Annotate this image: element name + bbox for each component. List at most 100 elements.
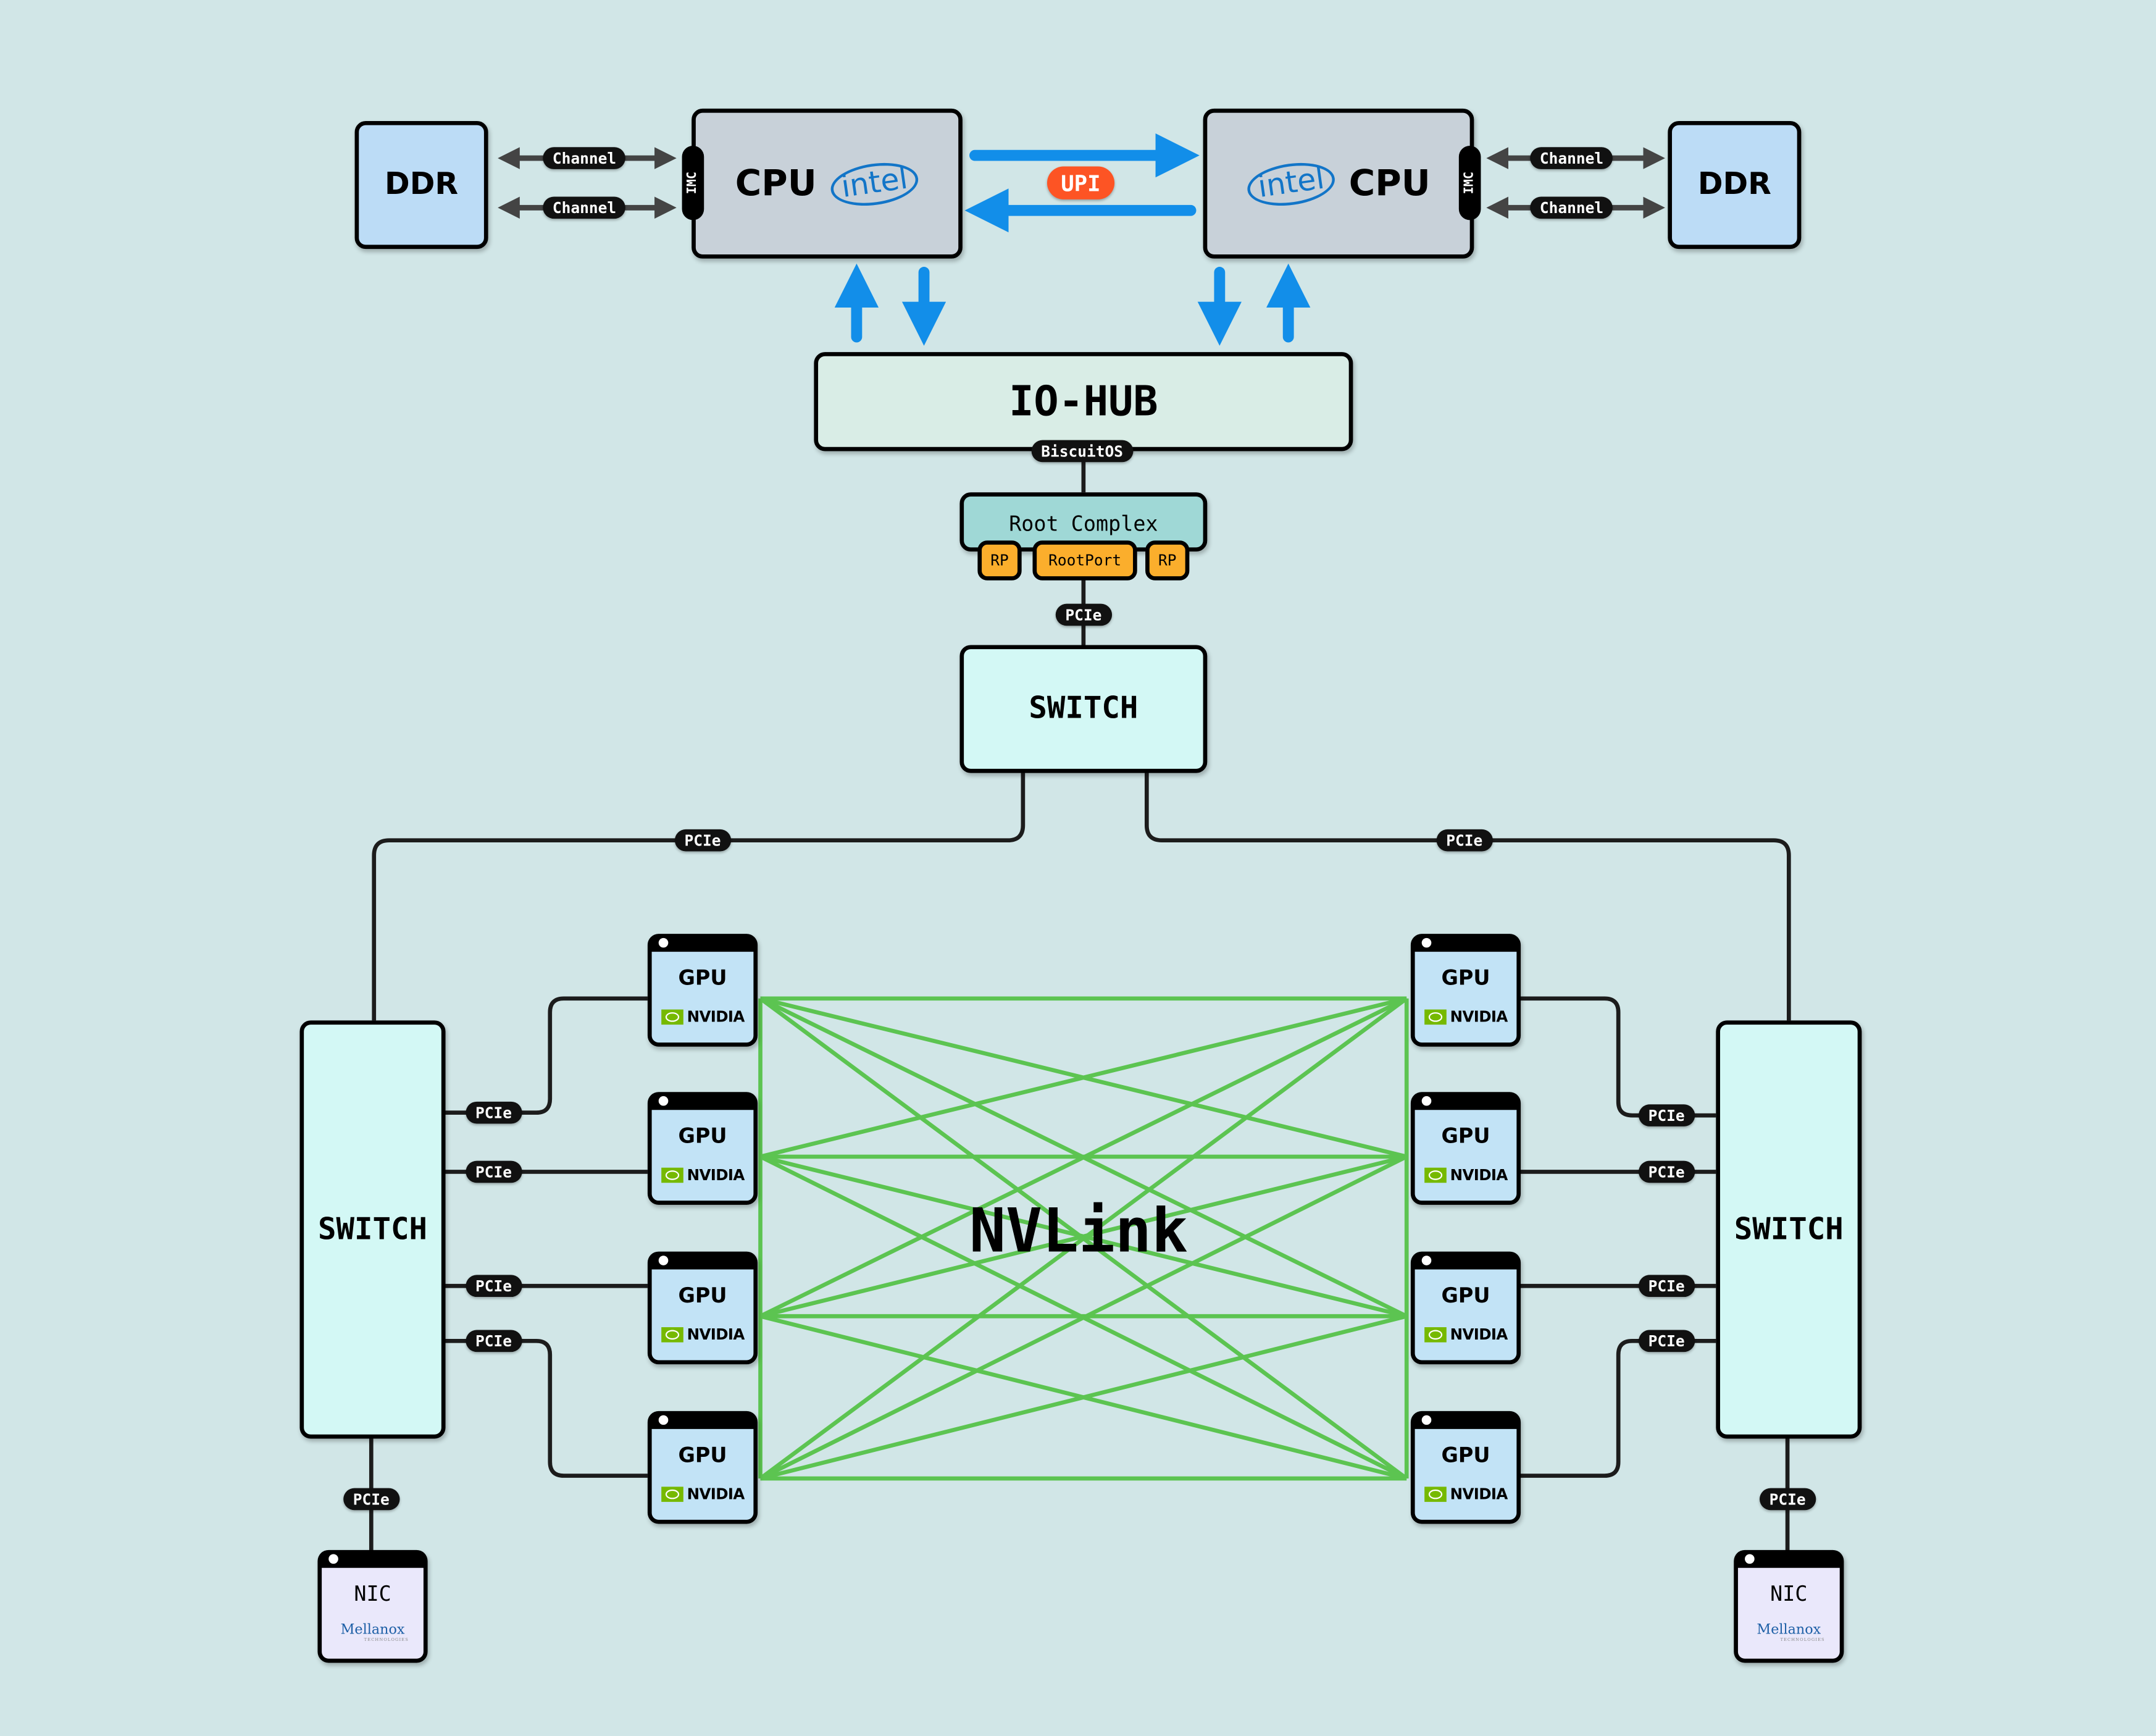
switch-top-label: SWITCH: [1029, 692, 1139, 726]
pcie-badge: PCIe: [1055, 603, 1111, 626]
nvidia-brand: NVIDIA: [687, 1165, 745, 1184]
upi-badge: UPI: [1047, 166, 1114, 199]
biscuitos-badge: BiscuitOS: [1031, 440, 1133, 463]
mellanox-sub: TECHNOLOGIES: [364, 1636, 409, 1642]
nvidia-logo: NVIDIA: [1424, 1325, 1508, 1344]
nvidia-eye-icon: [1424, 1167, 1446, 1183]
left-switch-gpu1-line: [444, 996, 648, 1115]
nvlink-link-l4-r1: [759, 997, 1408, 1480]
pcie-badge: PCIe: [1760, 1488, 1816, 1511]
status-led-icon: [1745, 1554, 1755, 1564]
gpu-right-1: GPU NVIDIA: [1410, 934, 1521, 1047]
root-port-right: RP: [1145, 540, 1190, 581]
root-port-main: RootPort: [1032, 540, 1137, 581]
gpu-label: GPU: [678, 965, 727, 991]
intel-logo-icon: intel: [828, 157, 922, 211]
pcie-badge: PCIe: [1436, 829, 1492, 852]
root-complex-label: Root Complex: [1009, 511, 1158, 537]
nvlink-link-l2-r1: [759, 996, 1408, 1159]
iohub: IO-HUB: [814, 352, 1353, 451]
gpu-left-1: GPU NVIDIA: [647, 934, 758, 1047]
nvidia-eye-icon: [661, 1327, 683, 1342]
cpu-left: CPU intel: [692, 108, 963, 259]
switch-left: SWITCH: [299, 1020, 446, 1439]
nvidia-logo: NVIDIA: [1424, 1007, 1508, 1026]
imc-label: IMC: [686, 172, 700, 195]
gpu-left-4: GPU NVIDIA: [647, 1411, 758, 1524]
gpu-label: GPU: [678, 1283, 727, 1309]
nvidia-brand: NVIDIA: [687, 1325, 745, 1344]
channel-badge: Channel: [1530, 196, 1613, 219]
ddr-left-label: DDR: [385, 167, 459, 203]
nvidia-logo: NVIDIA: [661, 1485, 745, 1503]
nic-label: NIC: [354, 1582, 391, 1607]
switch-right: SWITCH: [1716, 1020, 1862, 1439]
gpu-label: GPU: [1441, 1124, 1490, 1149]
nvidia-eye-icon: [661, 1167, 683, 1183]
imc-left: IMC: [682, 146, 704, 220]
mellanox-sub: TECHNOLOGIES: [1780, 1636, 1825, 1642]
pcie-badge: PCIe: [1639, 1104, 1695, 1126]
intel-logo-icon: intel: [1244, 157, 1338, 211]
nvidia-logo: NVIDIA: [661, 1325, 745, 1344]
status-led-icon: [1421, 1256, 1432, 1265]
imc-right: IMC: [1458, 146, 1481, 220]
imc-label: IMC: [1463, 172, 1477, 195]
nic-label: NIC: [1770, 1582, 1808, 1607]
nvlink-link-l3-r1: [759, 996, 1408, 1319]
nvlink-link-l4-r3: [759, 1314, 1408, 1481]
gpu-label: GPU: [1441, 1443, 1490, 1468]
nvidia-brand: NVIDIA: [687, 1485, 745, 1503]
pcie-badge: PCIe: [466, 1160, 522, 1183]
nvidia-eye-icon: [1424, 1009, 1446, 1025]
gpu-right-2: GPU NVIDIA: [1410, 1092, 1521, 1205]
gpu-right-4: GPU NVIDIA: [1410, 1411, 1521, 1524]
status-led-icon: [1421, 1096, 1432, 1106]
status-led-icon: [658, 1256, 669, 1265]
nvidia-eye-icon: [661, 1486, 683, 1502]
switch-top: SWITCH: [959, 645, 1208, 773]
nvidia-logo: NVIDIA: [1424, 1485, 1508, 1503]
cpu-left-label: CPU: [735, 162, 817, 204]
nvidia-logo: NVIDIA: [661, 1165, 745, 1184]
gpu-label: GPU: [678, 1443, 727, 1468]
iohub-label: IO-HUB: [1009, 377, 1158, 426]
switch-right-label: SWITCH: [1734, 1212, 1844, 1247]
gpu-left-2: GPU NVIDIA: [647, 1092, 758, 1205]
gpu-label: GPU: [1441, 1283, 1490, 1309]
status-led-icon: [658, 1096, 669, 1106]
gpu-left-3: GPU NVIDIA: [647, 1251, 758, 1365]
ddr-left: DDR: [354, 120, 488, 249]
cpu-right-label: CPU: [1348, 162, 1431, 204]
right-switch-gpu1-line: [1519, 996, 1716, 1118]
upi-and-io-arrows: [834, 133, 1311, 346]
mellanox-brand: Mellanox: [340, 1622, 405, 1638]
nvidia-logo: NVIDIA: [1424, 1166, 1508, 1184]
nvidia-brand: NVIDIA: [1450, 1007, 1508, 1026]
nvidia-eye-icon: [661, 1009, 683, 1025]
nvidia-eye-icon: [1424, 1486, 1446, 1502]
pcie-badge: PCIe: [1639, 1275, 1695, 1298]
mellanox-brand: Mellanox: [1757, 1622, 1821, 1638]
pcie-badge: PCIe: [674, 829, 731, 852]
nvlink-link-l4-r2: [759, 1154, 1408, 1481]
nvidia-brand: NVIDIA: [1450, 1325, 1508, 1344]
nvidia-brand: NVIDIA: [1450, 1485, 1508, 1503]
pcie-badge: PCIe: [343, 1488, 399, 1511]
switch-left-label: SWITCH: [317, 1212, 428, 1247]
channel-badge: Channel: [543, 147, 626, 169]
ddr-right: DDR: [1668, 120, 1802, 249]
status-led-icon: [1421, 1415, 1432, 1425]
ddr-right-label: DDR: [1697, 167, 1771, 203]
pcie-badge: PCIe: [466, 1275, 522, 1298]
gpu-right-3: GPU NVIDIA: [1410, 1251, 1521, 1365]
right-switch-gpu4-line: [1519, 1338, 1716, 1478]
pcie-badge: PCIe: [1639, 1330, 1695, 1352]
cpu-right: intel CPU: [1203, 108, 1474, 259]
status-led-icon: [1421, 937, 1432, 948]
status-led-icon: [658, 1415, 669, 1425]
